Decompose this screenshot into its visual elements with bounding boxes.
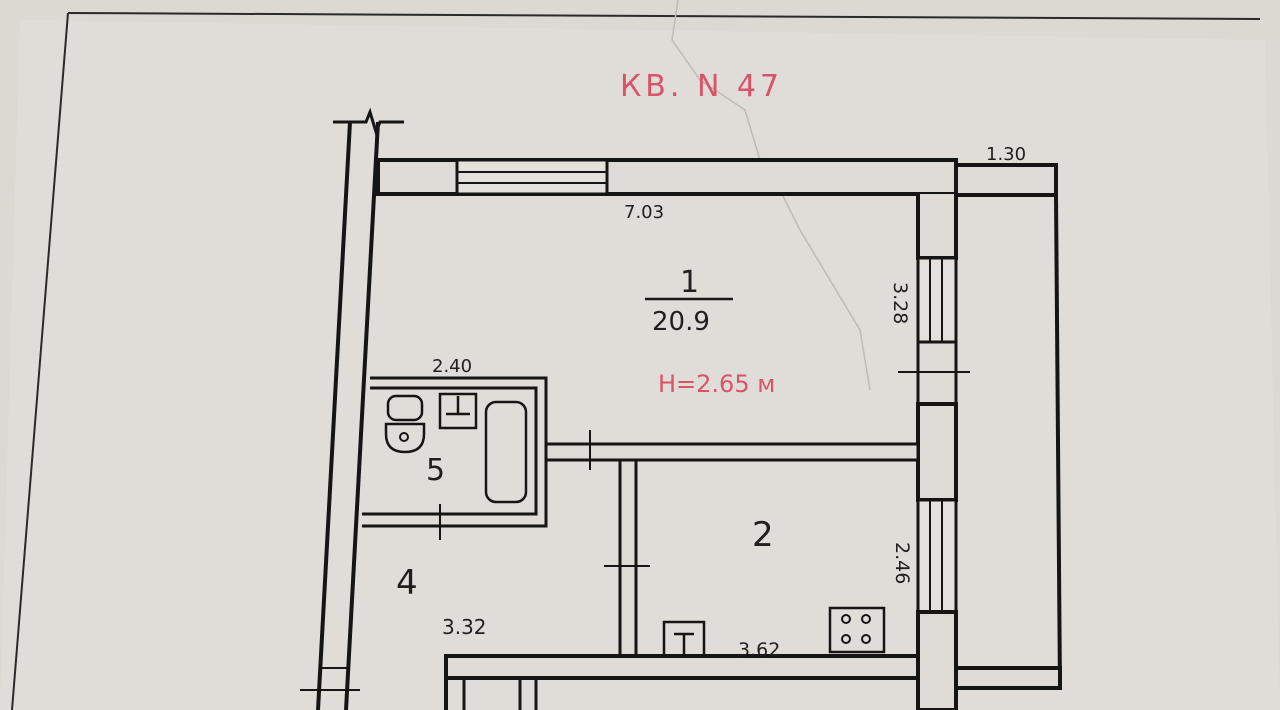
bathroom-walls-inner [362, 386, 538, 516]
right-wall-bottom [916, 610, 958, 710]
stove [828, 606, 886, 654]
room-1-number: 1 [680, 265, 699, 300]
dim-top-room-width: 7.03 [624, 202, 664, 223]
sink [438, 392, 478, 430]
kitchen-sink-tap [674, 632, 694, 654]
bathtub [484, 400, 528, 504]
dim-balcony-width: 1.30 [986, 144, 1026, 165]
room-2-number: 2 [752, 515, 774, 555]
dim-hall-length: 3.32 [442, 615, 487, 639]
right-wall [916, 194, 958, 260]
right-wall-segment [916, 402, 958, 502]
balcony-side-wall [1054, 194, 1062, 691]
room-4-number: 4 [396, 563, 418, 603]
toilet-bowl [384, 422, 426, 454]
top-window [455, 158, 609, 196]
balcony-rail [954, 163, 1058, 197]
apartment-title: КВ. N 47 [620, 69, 783, 104]
dim-bathroom-width: 2.40 [432, 356, 472, 377]
bathroom-walls [362, 376, 548, 528]
bottom-wall [444, 654, 920, 680]
partition-hall-kitchen [618, 458, 638, 658]
paper-lighter-area [0, 20, 1280, 710]
outer-left-wall-outer [316, 121, 352, 710]
dim-right-wall-lower: 2.46 [891, 542, 913, 584]
partition-room1-room2 [544, 442, 920, 462]
dim-kitchen-width: 3.62 [738, 639, 780, 661]
frame-top-line [67, 12, 1261, 20]
toilet-hole [399, 432, 409, 442]
stove-burner-2 [861, 614, 871, 624]
dim-right-wall-upper: 3.28 [889, 282, 911, 324]
sink-tap [446, 396, 470, 416]
balcony-bottom [954, 666, 1062, 690]
stove-burner-4 [861, 634, 871, 644]
outer-left-wall-inner [344, 121, 380, 710]
room-1-area: 20.9 [652, 307, 710, 337]
toilet-tank [386, 394, 424, 422]
wall-break-mark [333, 107, 404, 137]
room-5-number: 5 [426, 453, 445, 488]
right-window-lower [916, 498, 958, 614]
stove-burner-1 [841, 614, 851, 624]
stove-burner-3 [841, 634, 851, 644]
ceiling-height: Н=2.65 м [658, 370, 775, 398]
frame-left-line [11, 12, 69, 710]
right-window-upper [916, 256, 958, 344]
